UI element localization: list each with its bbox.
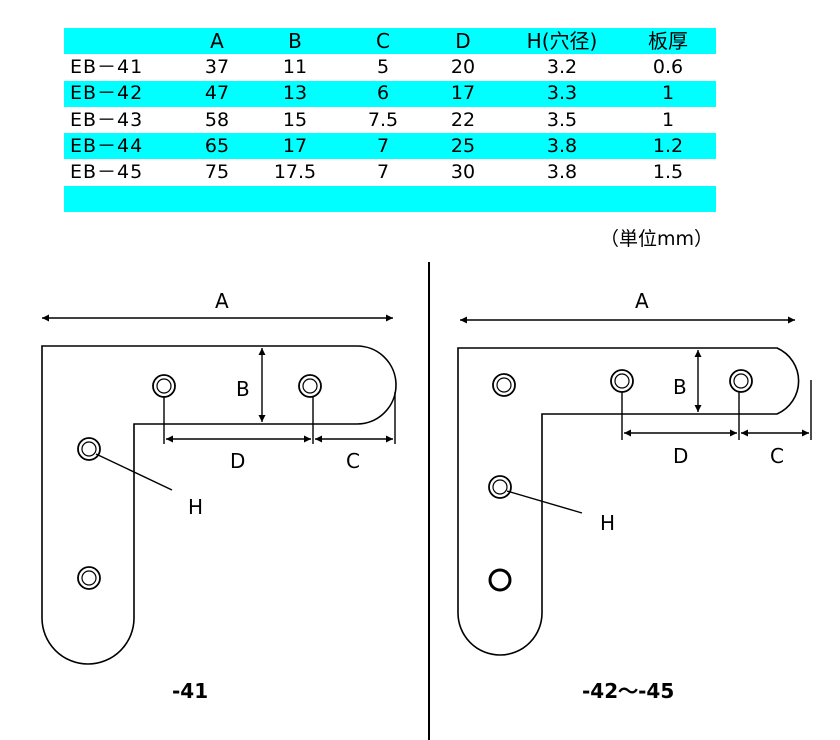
header-cell-thickness: 板厚 (648, 29, 688, 54)
spec-table: A B C D H(穴径) 板厚 EB－41 37 11 5 20 3.2 0.… (64, 28, 716, 212)
header-cell-a: A (210, 29, 224, 54)
cell-model: EB－42 (70, 82, 144, 105)
cell-c: 7 (376, 161, 390, 184)
diagram-caption: -42～-45 (582, 679, 674, 703)
hole-icon (298, 374, 322, 398)
hole-icon (488, 475, 512, 499)
cell-b: 15 (282, 108, 308, 131)
cell-thickness: 1.5 (652, 161, 684, 184)
cell-d: 30 (450, 161, 476, 184)
cell-d: 22 (450, 108, 476, 131)
hole-icon (152, 374, 176, 398)
label-h: H (600, 511, 615, 535)
cell-c: 7.5 (367, 108, 399, 131)
diagram-divider (428, 262, 430, 740)
label-c: C (346, 449, 360, 473)
cell-h: 3.3 (546, 82, 578, 105)
hole-icon (77, 437, 101, 461)
bracket-plate-outline (457, 347, 800, 656)
leader-line-h (506, 490, 583, 514)
label-h: H (188, 495, 203, 519)
cell-a: 65 (204, 134, 230, 157)
hole-icon (488, 568, 512, 592)
cell-model: EB－44 (70, 134, 144, 157)
diagram-right: A B D C H -42～-45 (457, 289, 812, 703)
table-row: EB－44 65 17 7 25 3.8 1.2 (64, 133, 716, 160)
cell-c: 6 (376, 82, 390, 105)
label-a: A (215, 289, 229, 313)
header-cell-c: C (376, 29, 390, 54)
table-row: EB－45 75 17.5 7 30 3.8 1.5 (64, 159, 716, 185)
cell-a: 47 (204, 82, 230, 105)
cell-a: 75 (204, 161, 230, 184)
cell-h: 3.8 (546, 134, 578, 157)
table-row: EB－42 47 13 6 17 3.3 1 (64, 80, 716, 107)
header-cell-h: H(穴径) (526, 29, 598, 54)
label-b: B (673, 375, 687, 399)
cell-a: 58 (204, 108, 230, 131)
label-d: D (230, 449, 245, 473)
cell-model: EB－43 (70, 108, 144, 131)
table-row: EB－43 58 15 7.5 22 3.5 1 (64, 107, 716, 133)
cell-h: 3.8 (546, 161, 578, 184)
label-c: C (770, 444, 784, 468)
cell-thickness: 1 (661, 82, 675, 105)
cell-d: 17 (450, 82, 476, 105)
cell-model: EB－41 (70, 55, 144, 78)
hole-icon (610, 369, 634, 393)
cell-b: 17 (282, 134, 308, 157)
cell-b: 11 (282, 55, 308, 78)
table-header-row: A B C D H(穴径) 板厚 (64, 28, 716, 55)
unit-note: （単位mm） (600, 228, 714, 250)
cell-model: EB－45 (70, 161, 144, 184)
label-b: B (236, 377, 250, 401)
bracket-plate-outline (41, 345, 397, 665)
header-cell-b: B (288, 29, 302, 54)
label-a: A (635, 289, 649, 313)
cell-c: 7 (376, 134, 390, 157)
table-footer-row (64, 185, 716, 212)
cell-b: 13 (282, 82, 308, 105)
header-cell-d: D (455, 29, 471, 54)
diagram-caption: -41 (172, 679, 208, 703)
cell-d: 25 (450, 134, 476, 157)
cell-c: 5 (376, 55, 390, 78)
cell-thickness: 1 (661, 108, 675, 131)
label-d: D (673, 444, 688, 468)
cell-thickness: 1.2 (652, 134, 684, 157)
cell-h: 3.5 (546, 108, 578, 131)
table-row: EB－41 37 11 5 20 3.2 0.6 (64, 54, 716, 80)
cell-a: 37 (204, 55, 230, 78)
cell-thickness: 0.6 (652, 55, 684, 78)
cell-b: 17.5 (273, 161, 317, 184)
hole-icon (77, 566, 101, 590)
hole-icon (729, 369, 753, 393)
diagram-left: A B D C H -41 (41, 289, 397, 703)
cell-h: 3.2 (546, 55, 578, 78)
leader-line-h (95, 453, 173, 491)
cell-d: 20 (450, 55, 476, 78)
hole-icon (492, 373, 516, 397)
